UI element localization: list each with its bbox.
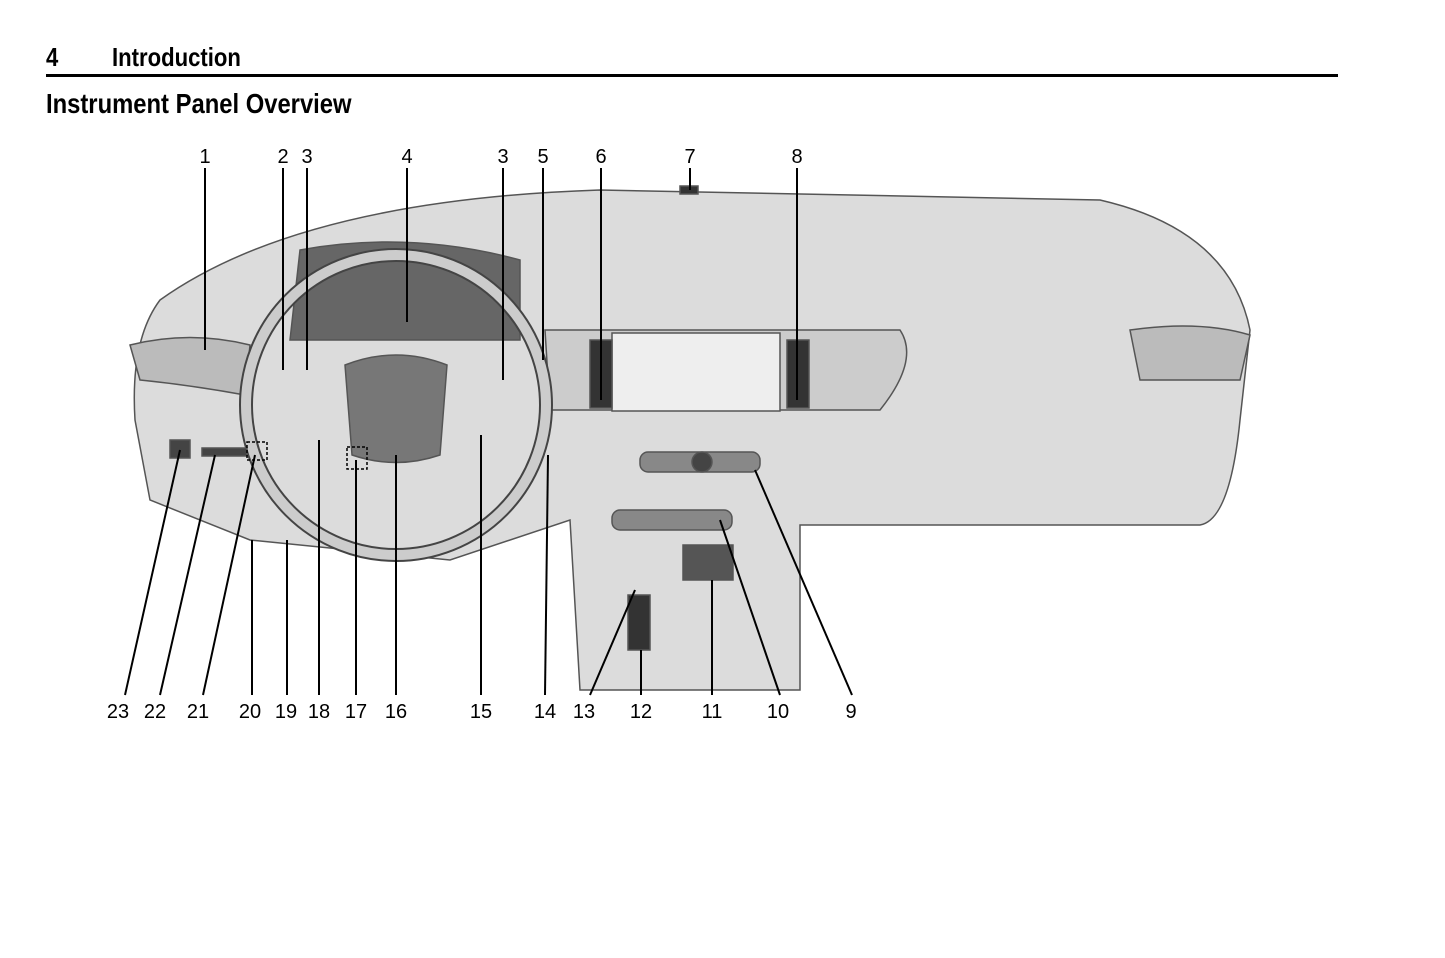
callout-leader	[159, 454, 216, 696]
callout-leader	[202, 454, 256, 696]
callout-number: 19	[275, 701, 297, 723]
callout-number: 9	[845, 701, 856, 723]
callout-leader	[754, 469, 853, 696]
callout-number: 5	[537, 146, 548, 168]
callout-number: 16	[385, 701, 407, 723]
callout-number: 3	[497, 146, 508, 168]
callout-number: 1	[199, 146, 210, 168]
callout-number: 11	[702, 701, 723, 723]
callout-number: 6	[595, 146, 606, 168]
callout-leader	[544, 454, 549, 696]
callout-number: 18	[308, 701, 330, 723]
page-header: 4 Introduction	[46, 40, 1338, 77]
callout-number: 21	[187, 701, 209, 723]
callout-number: 10	[767, 701, 789, 723]
callout-number: 17	[345, 701, 367, 723]
page-title: Instrument Panel Overview	[46, 88, 352, 119]
callout-leader-lines	[124, 168, 853, 696]
callout-number: 12	[630, 701, 652, 723]
callout-number: 23	[107, 701, 129, 723]
callout-leader	[589, 589, 636, 696]
section-title: Introduction	[112, 42, 241, 72]
callout-number: 4	[401, 146, 412, 168]
callout-number: 20	[239, 701, 261, 723]
callout-leader	[124, 449, 181, 696]
callout-number: 2	[277, 146, 288, 168]
callout-number: 13	[573, 701, 595, 723]
callout-number: 14	[534, 701, 556, 723]
callout-number: 15	[470, 701, 492, 723]
callout-leader	[719, 519, 781, 696]
callout-number: 7	[684, 146, 695, 168]
callout-number: 3	[301, 146, 312, 168]
callout-number: 22	[144, 701, 166, 723]
callout-number: 8	[791, 146, 802, 168]
dashboard-illustration	[129, 185, 1251, 691]
page-number: 4	[46, 42, 59, 72]
